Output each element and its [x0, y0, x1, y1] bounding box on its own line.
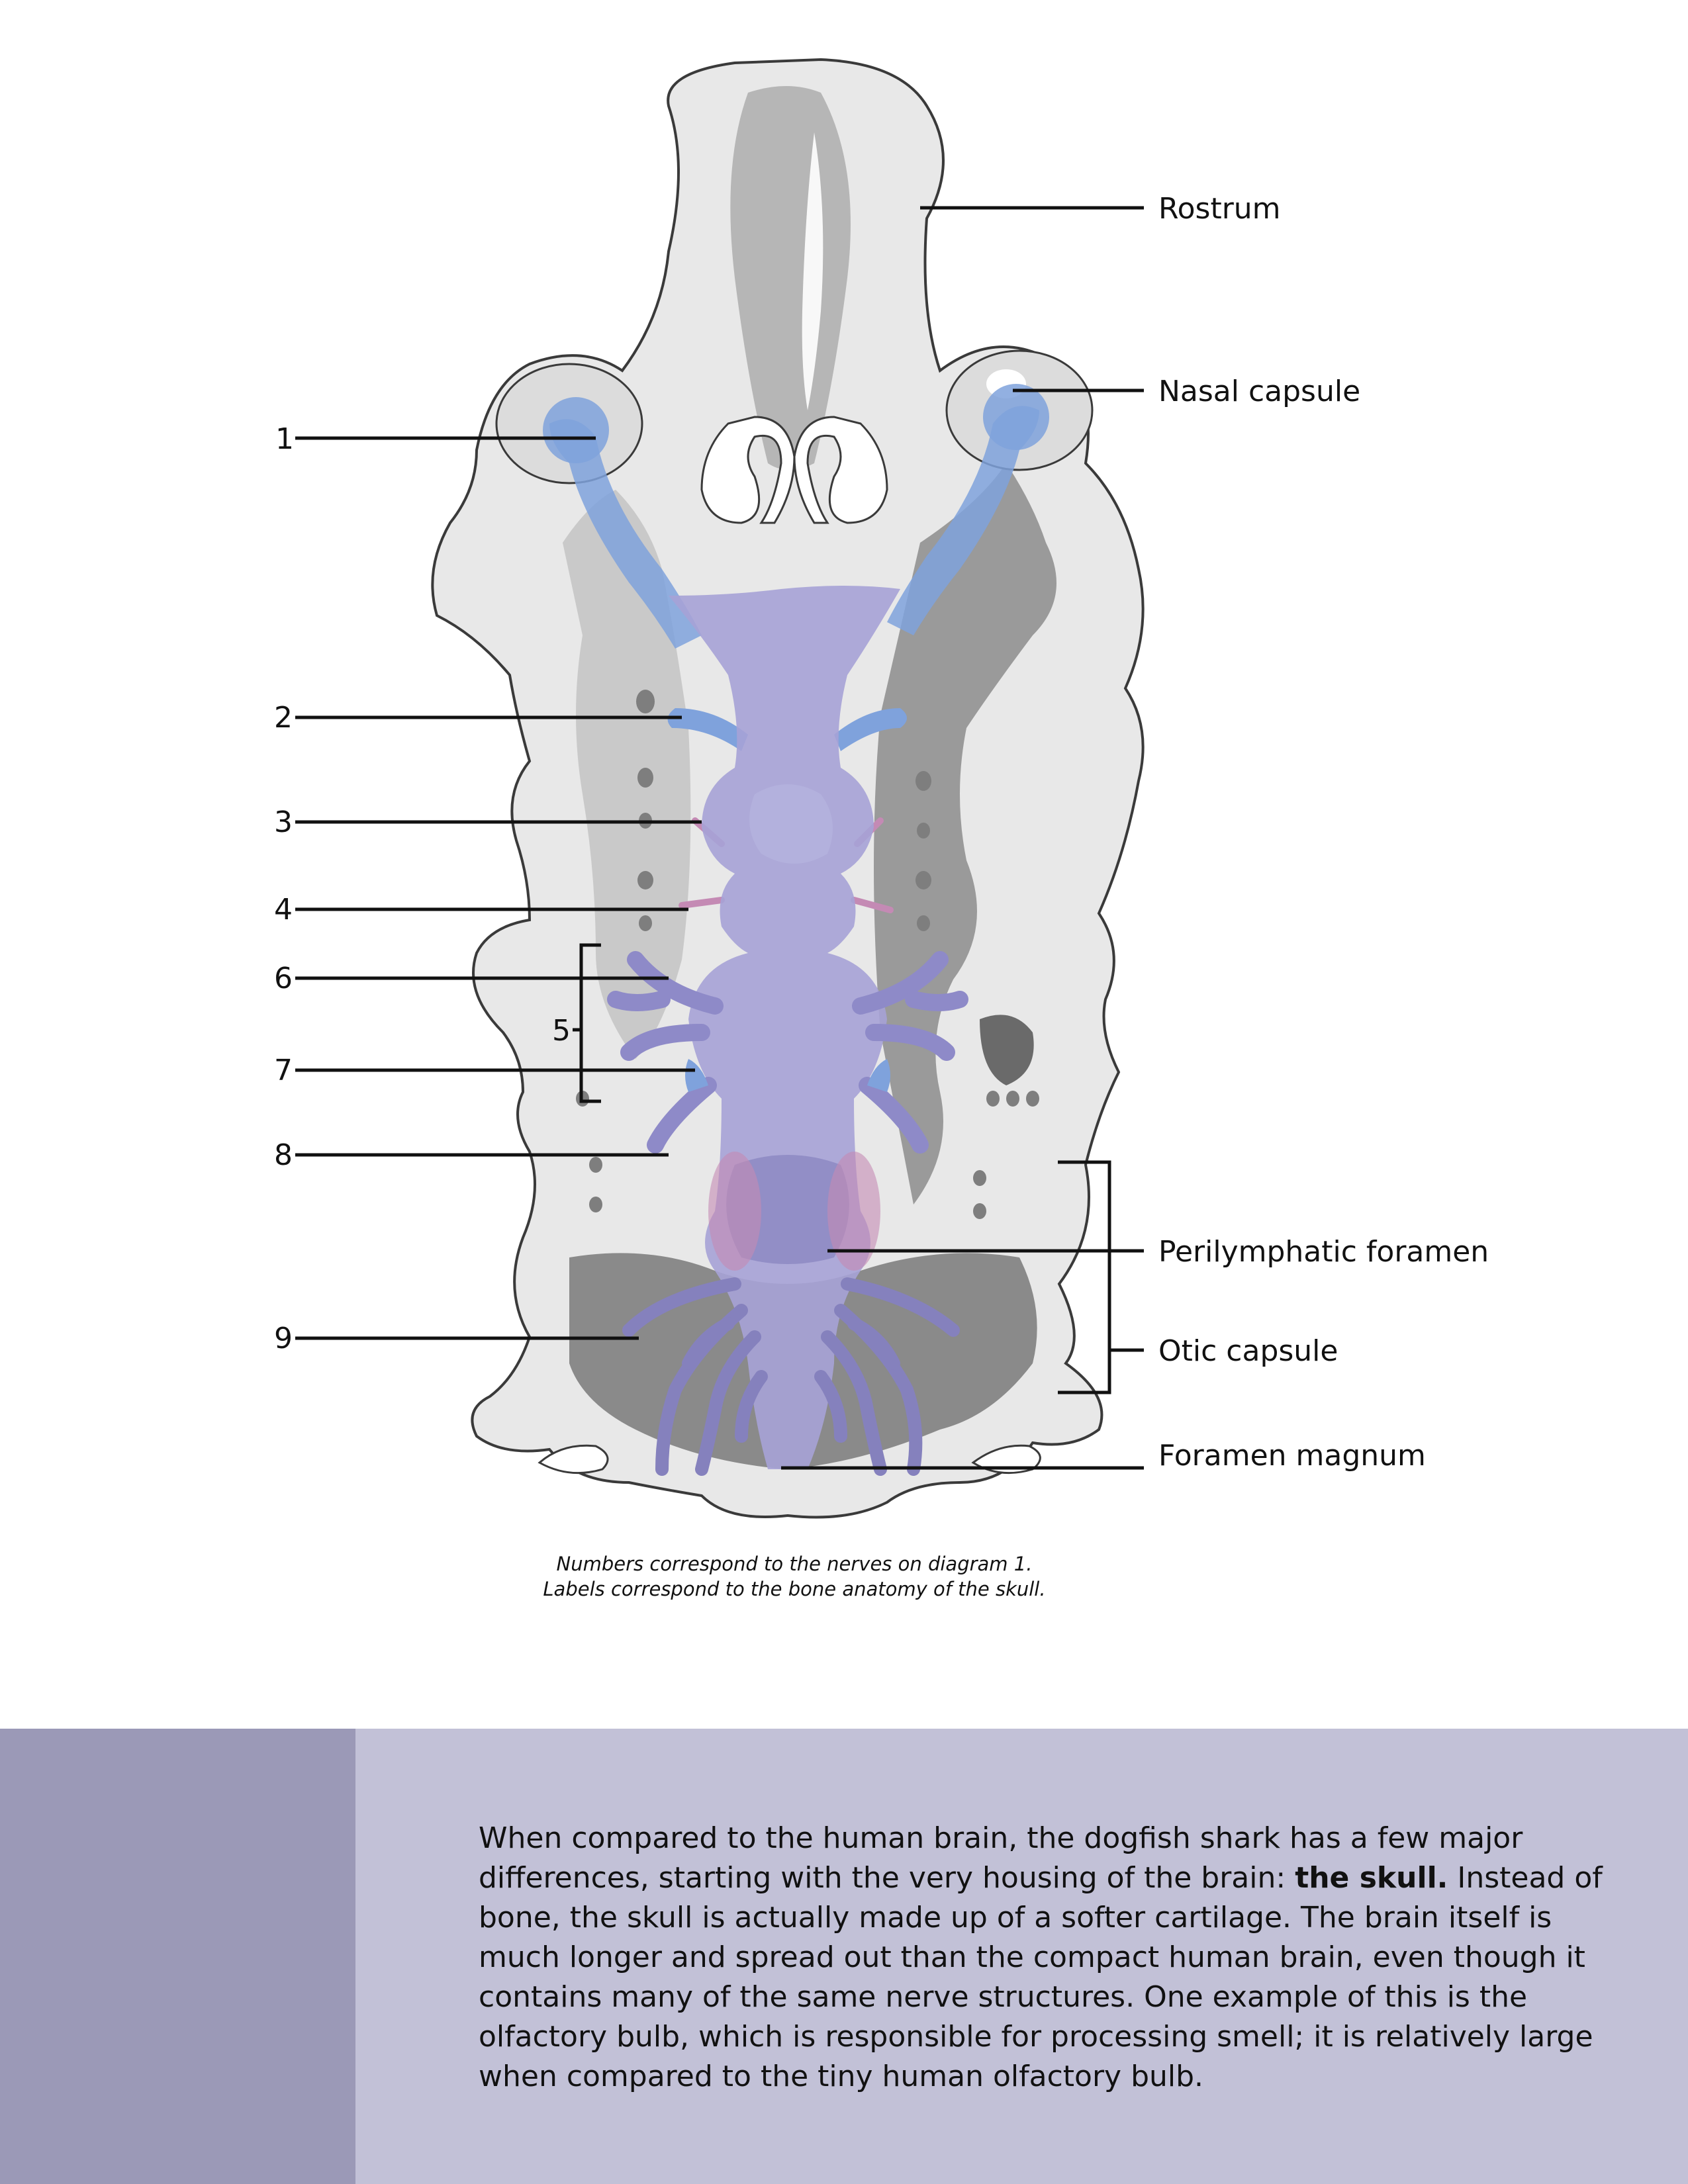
body-text-part-1: When compared to the human brain, the do…	[479, 1821, 1523, 1895]
nerve-number-1: 1	[275, 422, 294, 456]
label-rostrum: Rostrum	[1158, 192, 1281, 226]
trigeminal-branches	[607, 951, 968, 1154]
optic-nerve-right	[834, 708, 907, 751]
rear-opening-right	[971, 1444, 1041, 1475]
nerve-number-9: 9	[274, 1322, 293, 1355]
skull-diagram: 1 2 3 4 5 6 7 8 9 Rostrum Nasal capsule …	[274, 58, 1489, 1519]
body-paragraph: When compared to the human brain, the do…	[479, 1819, 1604, 2097]
olfactory-tract-right	[887, 406, 1039, 635]
footer-band	[355, 1729, 1688, 2184]
olfactory-bulb-right	[983, 384, 1049, 450]
leader-lines	[295, 206, 1144, 1470]
skull-foramina	[576, 690, 1039, 1219]
nerve-number-3: 3	[274, 805, 293, 839]
skull-shadow-left	[563, 490, 691, 1059]
nostril-right	[793, 416, 888, 524]
caption-line-2: Labels correspond to the bone anatomy of…	[543, 1578, 1046, 1600]
vagus-branches	[622, 1277, 960, 1476]
optic-nerve-left	[667, 708, 748, 751]
nerve-number-7: 7	[274, 1054, 293, 1087]
nerve-number-4: 4	[274, 893, 293, 927]
olfactory-bulb-left	[543, 397, 609, 463]
facial-nerve-left	[685, 1059, 708, 1092]
skull-rostrum-ridge	[730, 86, 851, 470]
olfactory-tract-left	[549, 419, 702, 649]
perilymph-pink-left	[708, 1152, 761, 1271]
nerve-number-2: 2	[274, 701, 293, 735]
body-text-part-2: Instead of bone, the skull is actually m…	[479, 1861, 1603, 2093]
otic-dark-spot	[980, 1015, 1034, 1085]
nerve-number-8: 8	[274, 1138, 293, 1172]
facial-nerve-right	[867, 1059, 890, 1092]
nerve-number-5: 5	[552, 1014, 571, 1048]
nerve-number-6: 6	[274, 962, 293, 995]
skull-shadow-right	[874, 463, 1056, 1205]
label-otic-capsule: Otic capsule	[1158, 1334, 1338, 1368]
perilymph-pink-right	[827, 1152, 880, 1271]
footer-band-accent	[0, 1729, 355, 2184]
skull-rostrum-highlight	[802, 132, 823, 410]
label-foramen-magnum: Foramen magnum	[1158, 1439, 1426, 1473]
label-nasal-capsule: Nasal capsule	[1158, 375, 1360, 408]
label-perilymphatic-foramen: Perilymphatic foramen	[1158, 1235, 1489, 1269]
brain-hemisphere-shading	[749, 784, 833, 864]
rear-opening-left	[538, 1444, 609, 1475]
body-text-bold: the skull.	[1295, 1861, 1448, 1895]
brain-and-nerves	[543, 384, 1049, 1476]
caption-line-1: Numbers correspond to the nerves on diag…	[556, 1553, 1033, 1575]
